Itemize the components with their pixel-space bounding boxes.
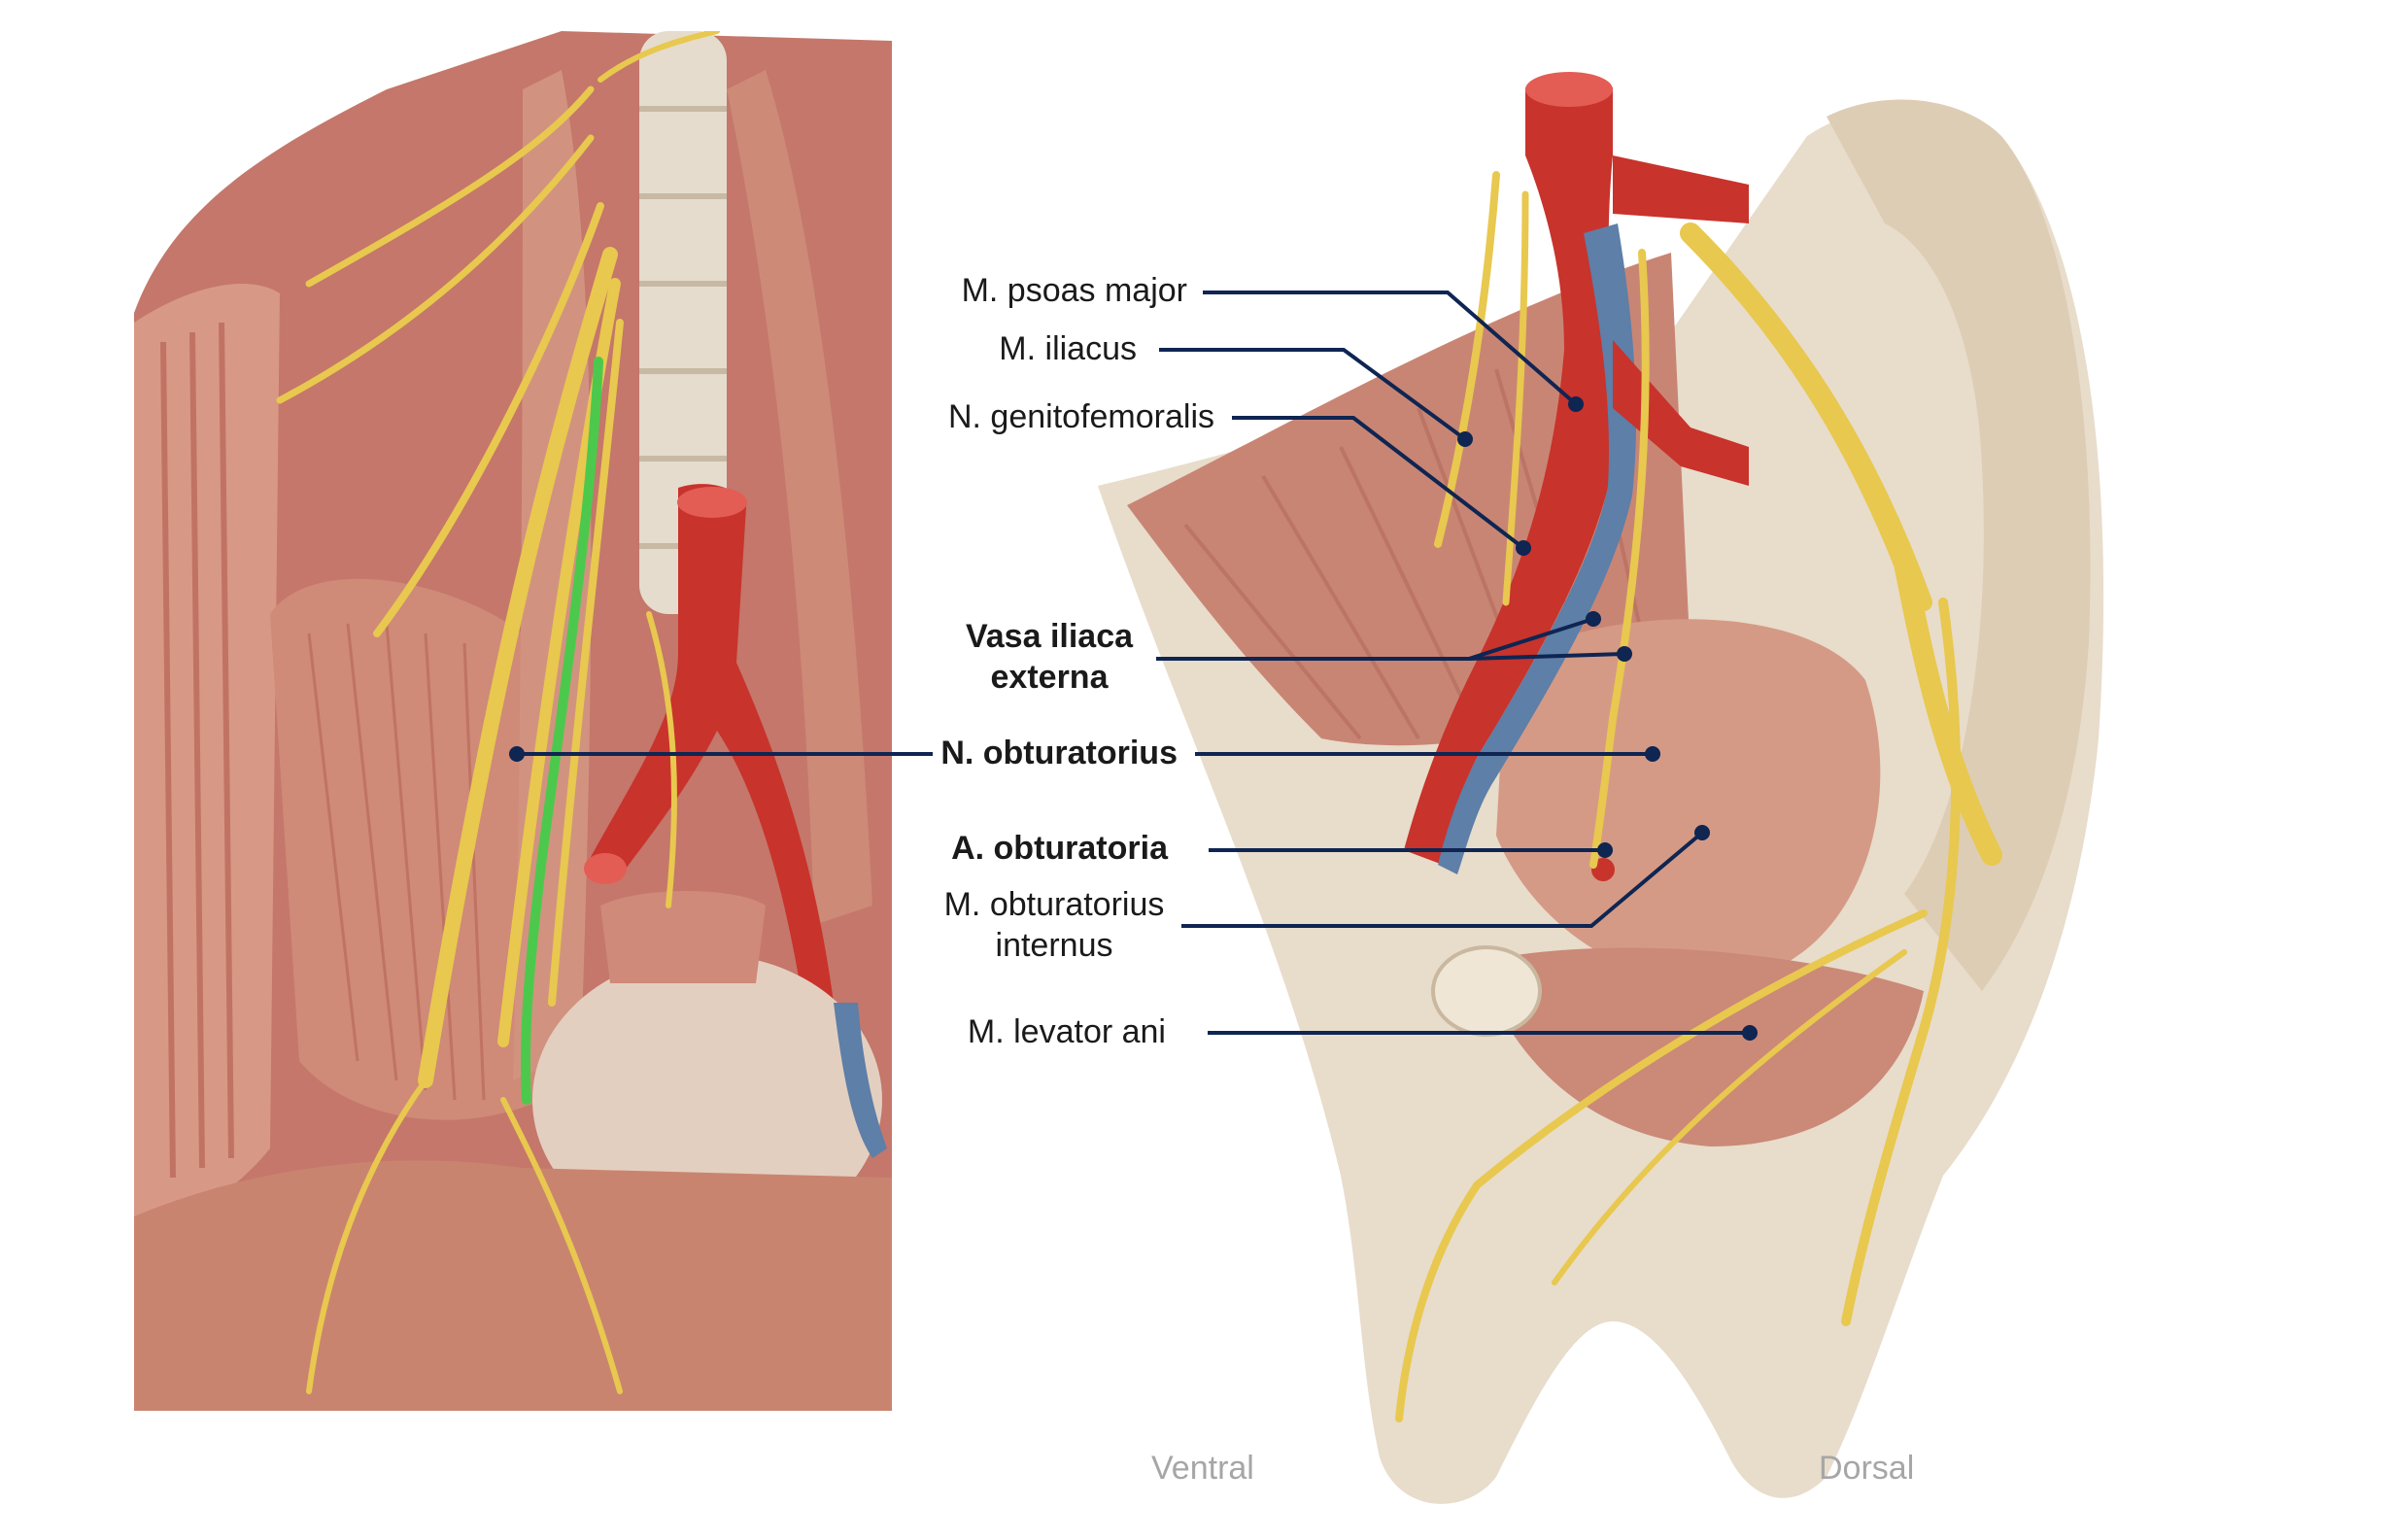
external-iliac-artery: [1404, 87, 1613, 865]
external-iliac-vein: [1438, 223, 1637, 874]
orientation-ventral: Ventral: [1151, 1450, 1254, 1487]
label-vasa-line1: Vasa iliaca: [965, 618, 1134, 655]
label-obturatorius-internus-line1: M. obturatorius: [943, 886, 1165, 923]
abdominal-wall-edge: [134, 284, 280, 1246]
label-m-obturatorius-internus: M. obturatorius internus: [913, 884, 1195, 966]
label-vasa-iliaca-externa: Vasa iliaca externa: [933, 616, 1166, 698]
right-anatomy-drawing: [1098, 72, 2104, 1504]
label-iliacus: M. iliacus: [999, 330, 1137, 367]
internal-iliac-artery: [1613, 155, 1749, 223]
label-vasa-line2: externa: [990, 659, 1109, 696]
sacrum: [1827, 99, 2091, 992]
lumbar-plexus-nerves: [276, 28, 720, 1394]
rectum: [600, 891, 766, 983]
label-a-obturatoria: A. obturatoria: [951, 830, 1168, 867]
label-n-obturatorius: N. obturatorius: [940, 735, 1178, 771]
obturator-nerve-highlight: [520, 357, 603, 1105]
lumbar-spine: [639, 31, 727, 614]
thigh-muscles: [134, 1160, 892, 1411]
orientation-dorsal: Dorsal: [1819, 1450, 1915, 1487]
label-psoas-major: M. psoas major: [961, 272, 1187, 309]
label-obturatorius-internus-line2: internus: [995, 927, 1113, 964]
psoas-muscle-right: [727, 70, 872, 925]
label-genitofemoralis: N. genitofemoralis: [947, 398, 1214, 435]
pubic-bone-section: [1431, 945, 1542, 1037]
left-anatomy-drawing: [134, 28, 892, 1411]
common-iliac-arteries: [591, 484, 834, 1012]
label-levator-ani: M. levator ani: [967, 1013, 1166, 1050]
left-anatomy-illustration: [134, 28, 892, 1411]
right-anatomy-illustration: [1069, 58, 2137, 1535]
